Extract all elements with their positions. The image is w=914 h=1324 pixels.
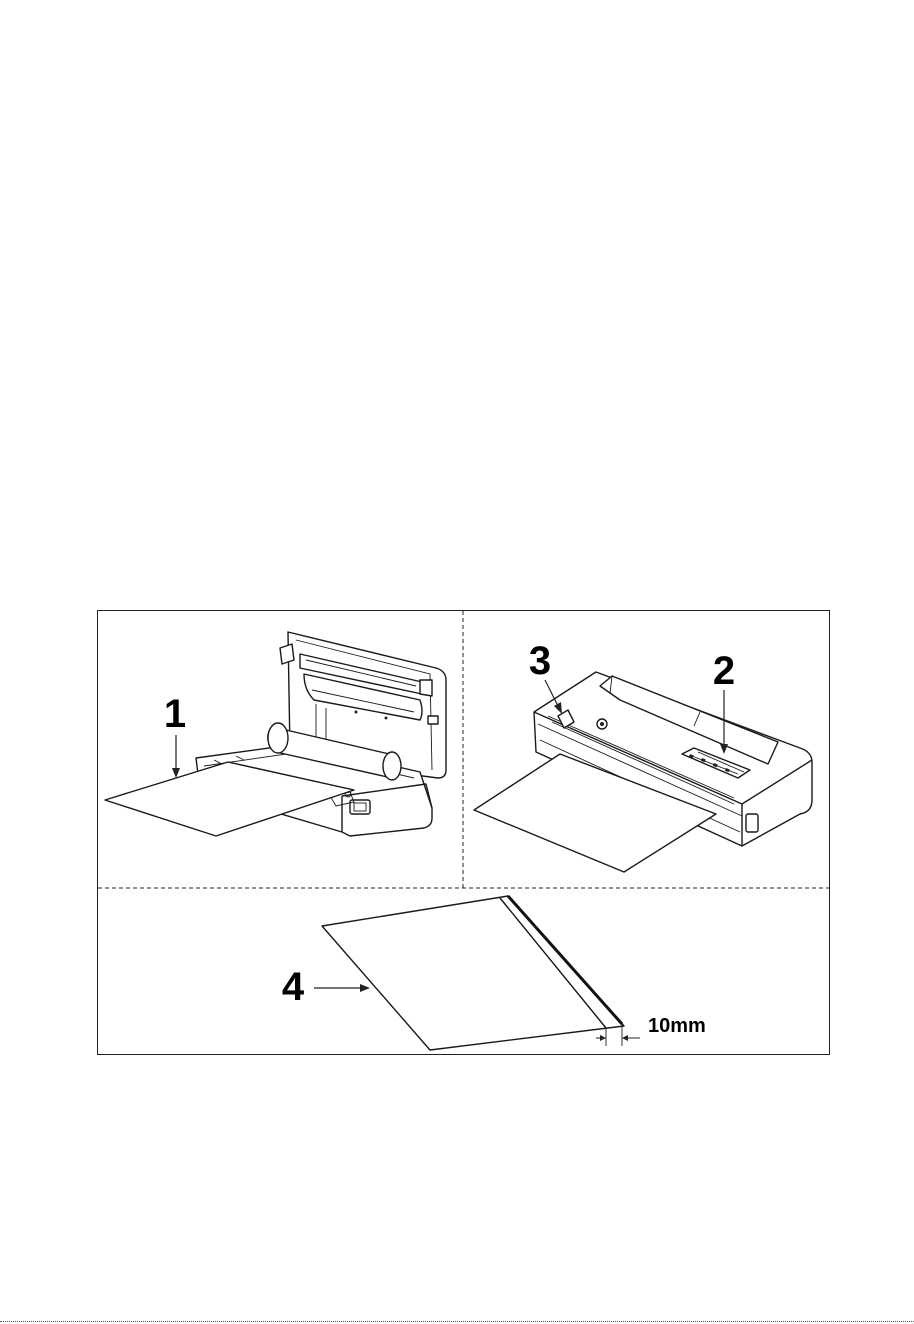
page-footer-rule [0,1321,914,1322]
panel-closed-sealer: 3 2 [474,639,812,872]
callout-number-3: 3 [529,639,551,683]
panel-open-sealer: 1 [105,632,446,836]
callout-number-1: 1 [164,692,186,736]
callout-number-2: 2 [713,649,735,693]
margin-dimension-label: 10mm [648,1015,706,1037]
bag-sheet-4 [322,896,624,1050]
panel-bag-margin: 10mm 4 [282,896,706,1050]
callout-number-4: 4 [282,965,305,1009]
